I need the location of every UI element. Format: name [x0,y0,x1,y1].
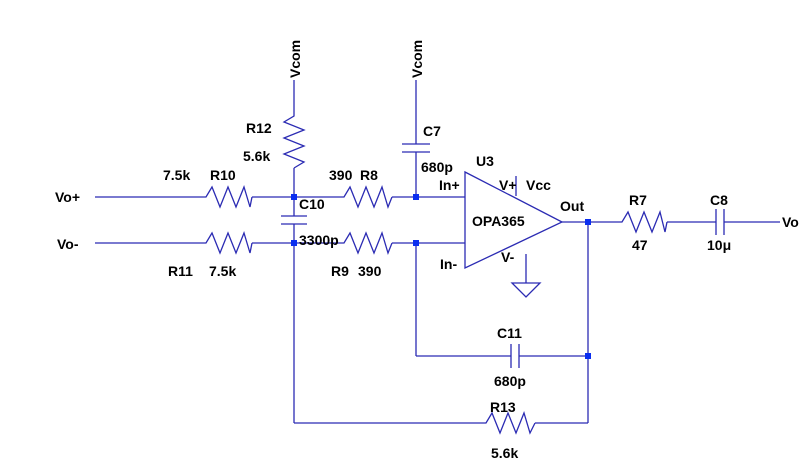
r11-name: R11 [168,263,193,279]
vcom-label-left: Vcom [287,40,303,78]
capacitor-c7 [402,143,430,153]
c11-value: 680p [494,373,526,389]
c7-name: C7 [423,123,441,139]
in-minus-label: In- [440,256,457,272]
c11-name: C11 [497,325,522,341]
r9-name: R9 [331,263,349,279]
resistor-r13 [480,411,536,435]
capacitor-c10 [281,215,307,225]
vo-minus-label: Vo- [57,236,79,252]
vcom-label-right: Vcom [409,40,425,78]
r8-name: R8 [360,167,378,183]
junction-c11-node [585,353,591,359]
r12-name: R12 [246,120,272,136]
resistor-r7 [617,209,668,234]
vo-output-label: Vo [782,214,799,230]
c8-name: C8 [710,192,728,208]
junction-out-node [585,219,591,225]
c8-value: 10μ [707,237,731,253]
junction-inminus-node [413,240,419,246]
v-minus-label: V- [501,249,515,265]
r10-value: 7.5k [163,167,190,183]
junctions [291,194,591,359]
r8-value: 390 [329,167,353,183]
v-plus-label: V+ [499,177,517,193]
resistor-r10 [200,185,253,209]
r13-value: 5.6k [491,445,518,461]
resistor-r11 [200,231,253,255]
out-label: Out [560,198,584,214]
c7-value: 680p [421,159,453,175]
junction-vo-plus-node [291,194,297,200]
ground-symbol [510,282,542,298]
capacitor-c8 [715,209,725,235]
opamp-u3 [464,170,564,270]
r7-name: R7 [629,192,647,208]
r7-value: 47 [632,237,648,253]
c10-value: 3300p [299,232,339,248]
r13-name: R13 [490,399,516,415]
vcc-label: Vcc [526,177,551,193]
resistor-r12 [282,108,306,169]
resistor-r8 [338,185,393,209]
junction-inplus-node [413,194,419,200]
r9-value: 390 [358,263,382,279]
opamp-name: OPA365 [472,213,525,229]
r11-value: 7.5k [209,263,236,279]
u3-name: U3 [476,153,494,169]
r10-name: R10 [210,167,236,183]
vo-plus-label: Vo+ [55,189,80,205]
junction-vo-minus-node [291,240,297,246]
c10-name: C10 [299,196,325,212]
in-plus-label: In+ [439,177,460,193]
capacitor-c11 [510,344,520,368]
r12-value: 5.6k [243,148,270,164]
resistor-r9 [338,231,393,255]
